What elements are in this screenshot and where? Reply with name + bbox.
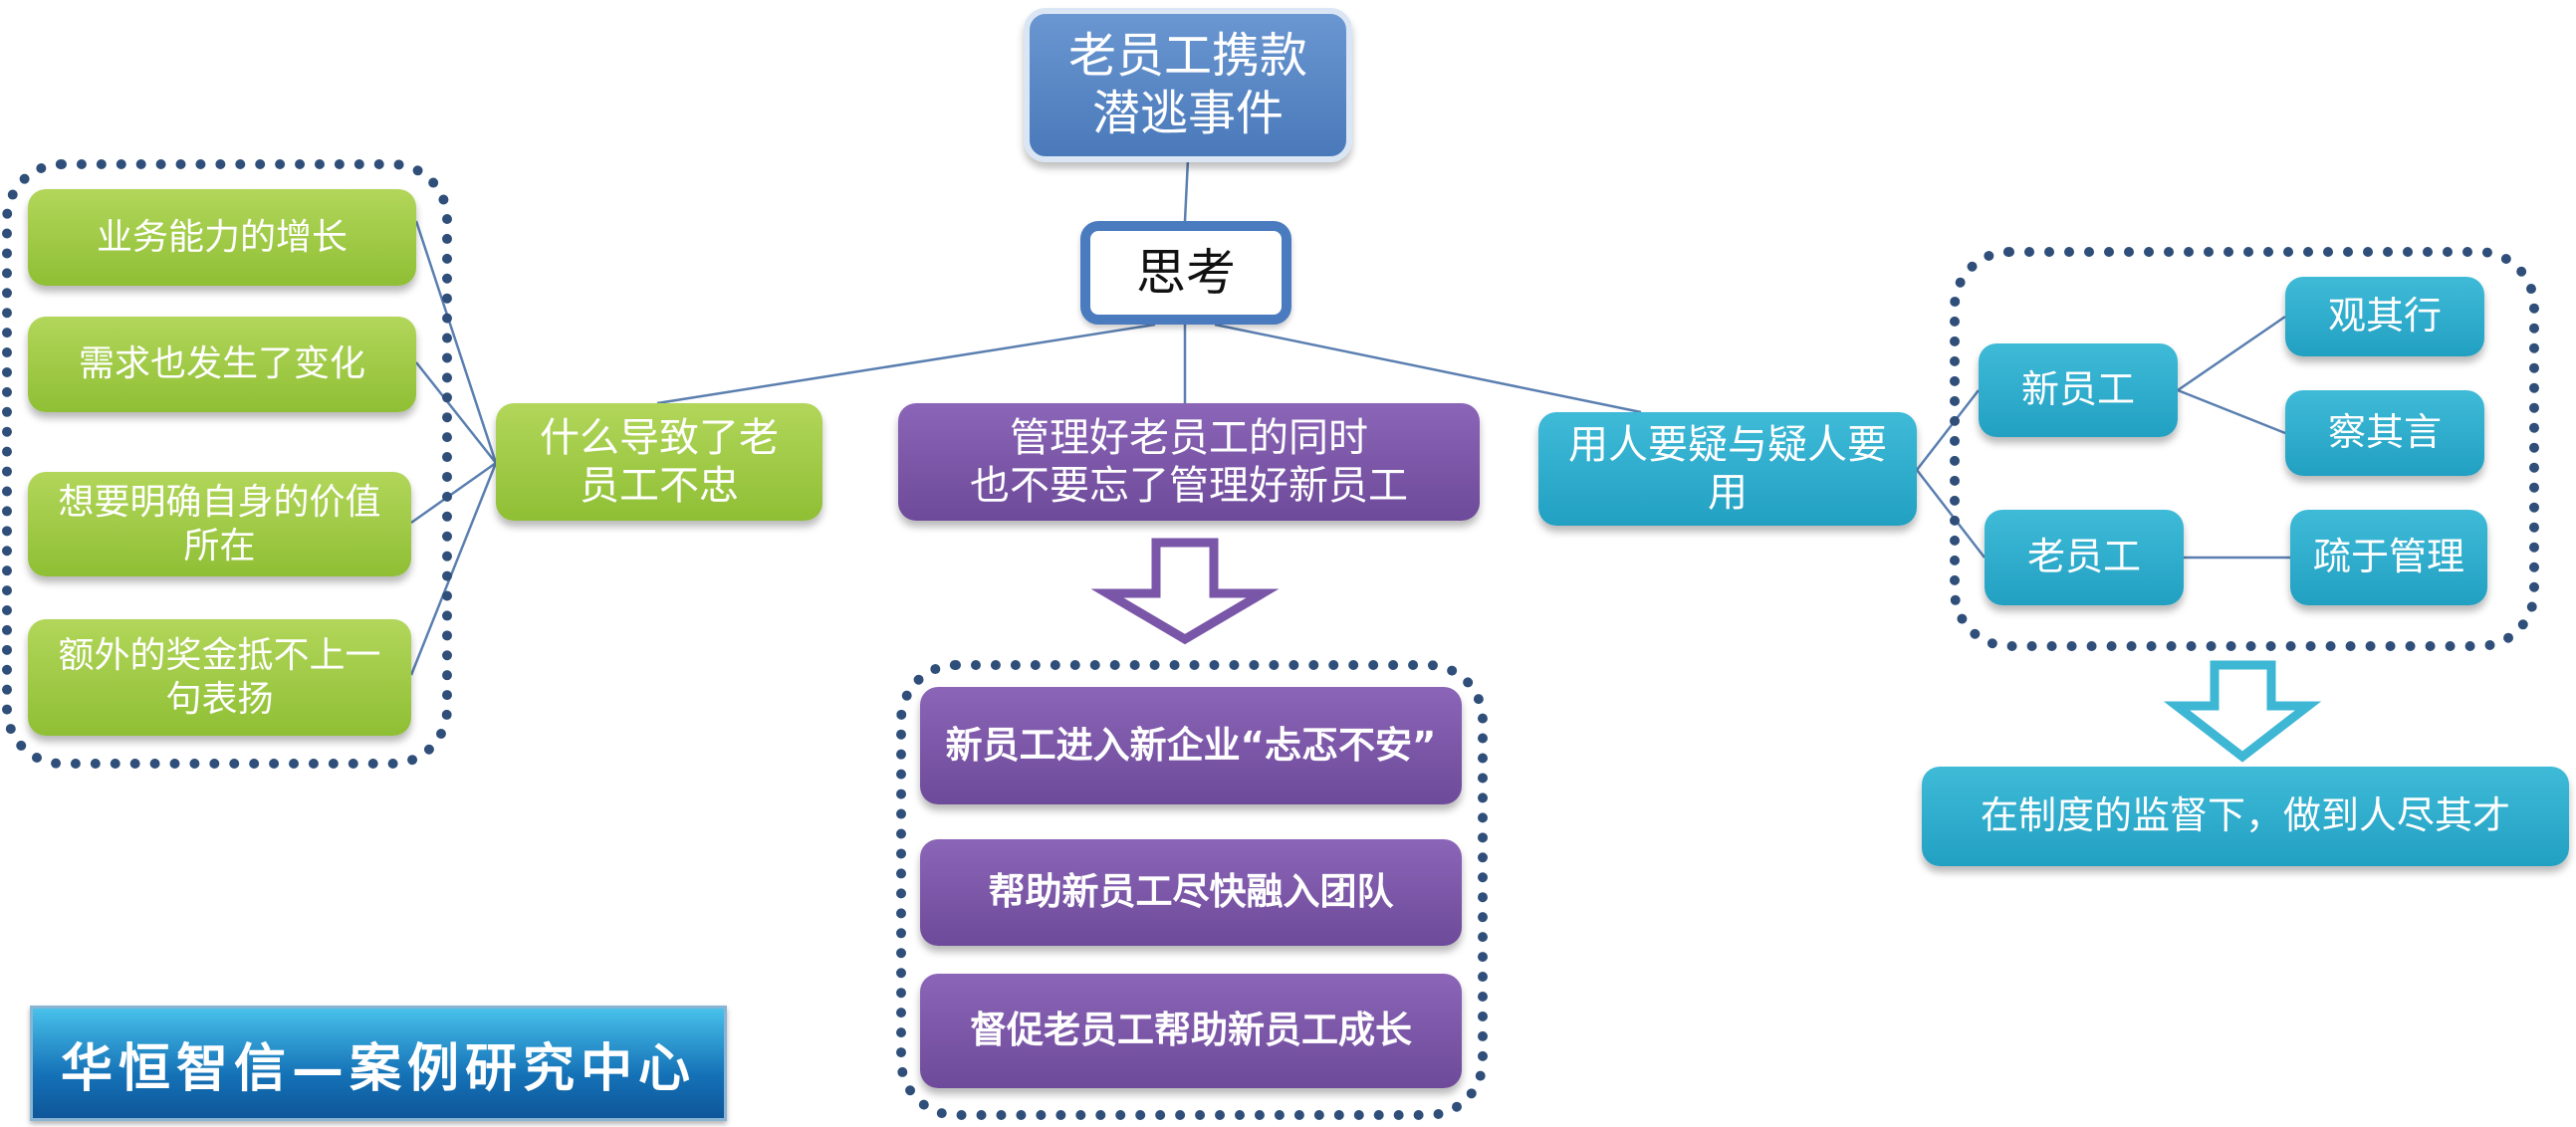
observe-words-node: 察其言 bbox=[2285, 390, 2484, 476]
left-item-node: 想要明确自身的价值 所在 bbox=[28, 472, 411, 576]
new-staff-node: 新员工 bbox=[1979, 343, 2178, 437]
research-center-banner: 华恒智信—案例研究中心 bbox=[30, 1006, 727, 1121]
neglect-node: 疏于管理 bbox=[2290, 510, 2487, 605]
middle-main-node: 管理好老员工的同时 也不要忘了管理好新员工 bbox=[898, 403, 1480, 521]
connector-left-item2 bbox=[415, 361, 497, 464]
down-arrow-right-icon bbox=[2163, 660, 2322, 763]
right-main-node: 用人要疑与疑人要 用 bbox=[1538, 412, 1917, 526]
connector-new-words bbox=[2177, 388, 2286, 435]
connector-left-item3 bbox=[410, 461, 497, 525]
old-staff-node: 老员工 bbox=[1985, 510, 2184, 605]
think-node: 思考 bbox=[1080, 221, 1291, 325]
connector-left-item4 bbox=[409, 462, 498, 676]
connector-top-think bbox=[1183, 158, 1190, 222]
left-main-node: 什么导致了老 员工不忠 bbox=[496, 403, 822, 521]
top-node-event: 老员工携款 潜逃事件 bbox=[1024, 8, 1352, 162]
left-items-group bbox=[2, 159, 452, 769]
connector-left-item1 bbox=[414, 220, 498, 464]
observe-action-node: 观其行 bbox=[2285, 277, 2484, 356]
middle-items-group bbox=[896, 660, 1488, 1120]
middle-item-node: 帮助新员工尽快融入团队 bbox=[920, 839, 1462, 946]
middle-item-node: 督促老员工帮助新员工成长 bbox=[920, 974, 1462, 1088]
connector-think-right bbox=[1214, 323, 1642, 414]
left-item-node: 业务能力的增长 bbox=[28, 189, 416, 286]
result-node: 在制度的监督下，做到人尽其才 bbox=[1922, 767, 2569, 866]
connector-new-action bbox=[2177, 315, 2286, 392]
down-arrow-middle-icon bbox=[1090, 538, 1280, 645]
left-item-node: 需求也发生了变化 bbox=[28, 317, 416, 412]
connector-think-left bbox=[656, 323, 1156, 405]
connector-right-new bbox=[1916, 389, 1980, 471]
right-items-group bbox=[1950, 247, 2539, 651]
left-item-node: 额外的奖金抵不上一 句表扬 bbox=[28, 619, 411, 736]
middle-item-node: 新员工进入新企业“忐忑不安” bbox=[920, 687, 1462, 804]
